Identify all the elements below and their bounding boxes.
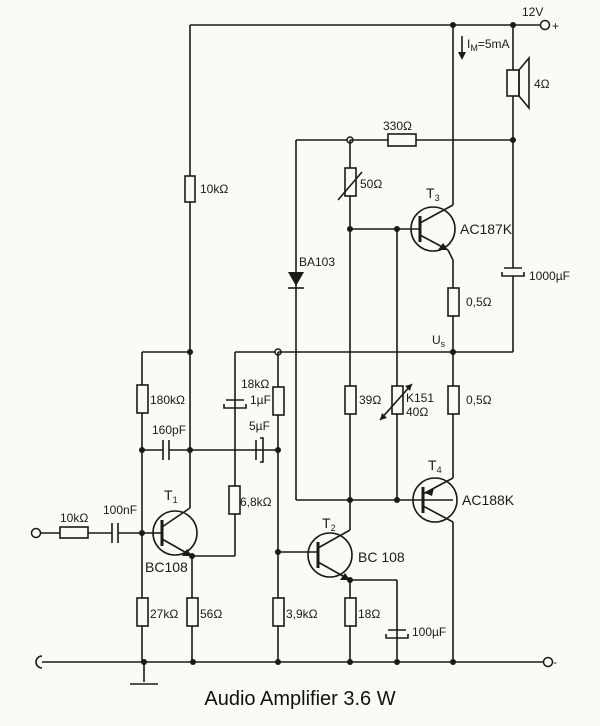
rin-label: 10kΩ <box>60 511 88 525</box>
speaker-label: 4Ω <box>534 77 550 91</box>
r27k-label: 27kΩ <box>150 607 178 621</box>
r05-bottom-label: 0,5Ω <box>466 393 492 407</box>
c5u-label: 5µF <box>249 419 270 433</box>
t4-type-label: AC188K <box>462 492 515 508</box>
cin-label: 100nF <box>103 503 137 517</box>
k151-label: K151 <box>406 391 434 405</box>
supply-plus-label: + <box>552 19 559 33</box>
t4-label: T4 <box>428 457 442 475</box>
r3k9-label: 3,9kΩ <box>286 607 318 621</box>
supply-minus-label: - <box>553 655 557 669</box>
r50-label: 50Ω <box>360 177 382 191</box>
t3-label: T3 <box>426 185 440 203</box>
resistor-56 <box>186 597 199 627</box>
c1u-label: 1µF <box>250 393 271 407</box>
transistor-t4 <box>412 477 458 523</box>
t2-label: T2 <box>322 515 336 533</box>
r56-label: 56Ω <box>200 607 222 621</box>
t1-label: T1 <box>164 487 178 505</box>
t3-type-label: AC187K <box>460 221 513 237</box>
potentiometer-50 <box>344 167 357 197</box>
c1000u-label: 1000µF <box>529 269 570 283</box>
loudspeaker <box>506 55 530 111</box>
c160p-label: 160pF <box>152 423 186 437</box>
ba103-label: BA103 <box>299 255 335 269</box>
t1-type-label: BC108 <box>145 559 188 575</box>
resistor-6k8 <box>228 485 241 515</box>
resistor-input-10k <box>59 526 89 539</box>
transistor-t2 <box>307 529 353 581</box>
resistor-330 <box>387 133 417 147</box>
r05-top-label: 0,5Ω <box>466 295 492 309</box>
resistor-0r5-top <box>447 287 460 317</box>
resistor-27k <box>136 597 149 627</box>
r330-label: 330Ω <box>383 119 412 133</box>
resistor-10k <box>184 175 196 203</box>
r39-label: 39Ω <box>359 393 381 407</box>
k151-value-label: 40Ω <box>406 405 428 419</box>
r10k-label: 10kΩ <box>200 182 228 196</box>
resistor-18 <box>344 597 357 627</box>
current-label: IM=5mA <box>467 37 510 53</box>
resistor-18k <box>272 386 285 416</box>
supply-voltage-label: 12V <box>522 5 543 19</box>
supply-rail-12v <box>190 19 551 31</box>
transistor-t1 <box>150 450 198 557</box>
diode-ba103 <box>288 272 304 289</box>
resistor-0r5-bottom <box>447 385 460 415</box>
r6k8-label: 6,8kΩ <box>240 495 272 509</box>
c100u-label: 100µF <box>412 625 446 639</box>
r18k-label: 18kΩ <box>241 377 269 391</box>
resistor-3k9 <box>272 597 285 627</box>
resistor-180k <box>136 384 149 414</box>
us-label: Us <box>432 333 446 349</box>
resistor-39 <box>344 385 357 415</box>
t2-type-label: BC 108 <box>358 549 405 565</box>
diagram-title: Audio Amplifier 3.6 W <box>204 688 396 710</box>
ground-rail <box>35 655 554 685</box>
r180k-label: 180kΩ <box>150 393 185 407</box>
transistor-t3 <box>410 204 456 252</box>
r18-label: 18Ω <box>358 607 380 621</box>
